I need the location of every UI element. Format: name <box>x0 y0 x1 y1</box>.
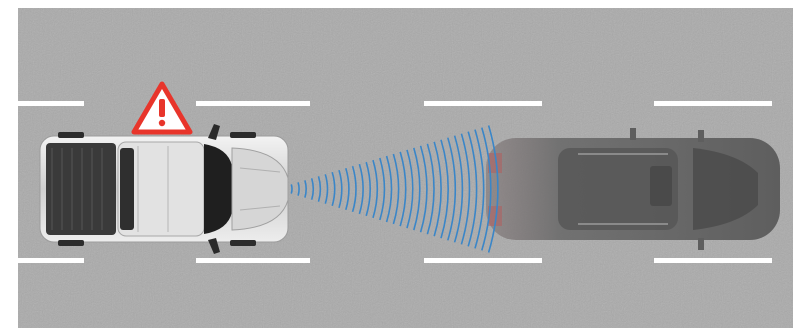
lane-dash <box>424 258 542 263</box>
truck-wheel <box>230 132 256 138</box>
lane-dash <box>424 101 542 106</box>
lane-dash <box>654 101 772 106</box>
radar-arc <box>291 184 292 193</box>
truck-windshield <box>204 144 232 234</box>
truck-bed <box>46 143 116 235</box>
lead-mirror <box>630 128 636 140</box>
lead-vehicle-sunroof <box>650 166 672 206</box>
lead-mirror <box>698 238 704 250</box>
lane-dash <box>196 101 310 106</box>
lane-dash <box>196 258 310 263</box>
lane-dash <box>18 258 84 263</box>
truck-rear-window <box>120 148 134 230</box>
truck-wheel <box>58 132 84 138</box>
lead-vehicle <box>486 128 780 250</box>
truck-wheel <box>230 240 256 246</box>
ego-pickup-truck <box>40 124 288 254</box>
lane-dash <box>18 101 84 106</box>
lane-dash <box>654 258 772 263</box>
road-scene <box>18 8 793 328</box>
lead-mirror <box>698 130 704 142</box>
truck-wheel <box>58 240 84 246</box>
road-svg <box>18 8 793 328</box>
warning-exclamation-dot <box>159 120 165 126</box>
warning-exclamation-bar <box>159 99 165 117</box>
